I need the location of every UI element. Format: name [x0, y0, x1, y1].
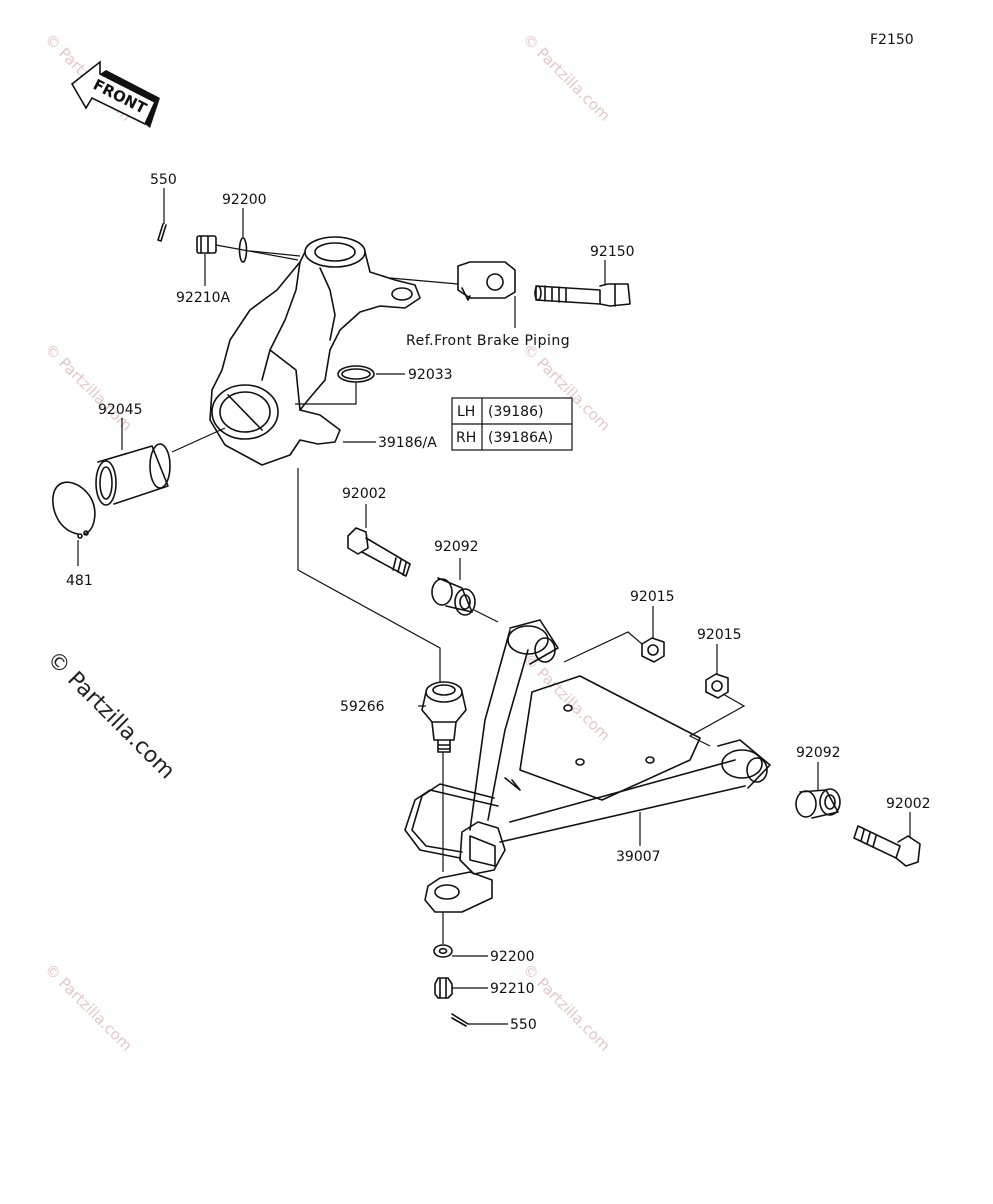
washer-bottom: [433, 944, 453, 958]
callout-92200-top[interactable]: 92200: [222, 192, 267, 208]
callout-550-bottom[interactable]: 550: [510, 1017, 537, 1033]
nut-92015-b: [705, 673, 729, 699]
callout-92002-right[interactable]: 92002: [886, 796, 931, 812]
bushing-92092-right: [795, 788, 841, 819]
bolt-92150: [534, 283, 631, 307]
callout-59266[interactable]: 59266: [340, 699, 385, 715]
bearing-92045: [95, 443, 171, 506]
callout-39186[interactable]: 39186/A: [378, 435, 437, 451]
callout-92045[interactable]: 92045: [98, 402, 143, 418]
callout-92033[interactable]: 92033: [408, 367, 453, 383]
brand-watermark: © Partzilla.com: [42, 647, 180, 785]
side-table: LH (39186) RH (39186A): [451, 397, 573, 451]
bolt-92002-right: [853, 825, 921, 867]
circlip-92033: [337, 365, 375, 383]
brake-bracket: [457, 261, 516, 301]
callout-92200-bottom[interactable]: 92200: [490, 949, 535, 965]
cotter-pin-top: [157, 223, 167, 242]
callout-92150[interactable]: 92150: [590, 244, 635, 260]
front-arrow-icon: FRONT: [70, 60, 160, 128]
cotter-pin-bottom: [451, 1013, 469, 1027]
a-arm-39007: [404, 619, 771, 913]
callout-481[interactable]: 481: [66, 573, 93, 589]
table-side-rh: RH: [456, 430, 476, 446]
bushing-92092-left: [431, 577, 476, 616]
callout-92210A[interactable]: 92210A: [176, 290, 231, 306]
callout-92092-left[interactable]: 92092: [434, 539, 479, 555]
callout-39007[interactable]: 39007: [616, 849, 661, 865]
callout-92015-a[interactable]: 92015: [630, 589, 675, 605]
watermark: © Partzilla.com: [519, 960, 614, 1055]
diagram-code: F2150: [870, 32, 914, 48]
ref-note: Ref.Front Brake Piping: [406, 333, 570, 349]
watermark: © Partzilla.com: [519, 340, 614, 435]
ball-joint-59266: [421, 681, 467, 753]
watermark: © Partzilla.com: [519, 650, 614, 745]
table-part-lh: (39186): [488, 404, 543, 420]
castle-nut-top: [196, 235, 217, 254]
watermark: © Partzilla.com: [519, 30, 614, 125]
callout-92002-left[interactable]: 92002: [342, 486, 387, 502]
bolt-92002-left: [347, 527, 411, 577]
callout-92210[interactable]: 92210: [490, 981, 535, 997]
watermark: © Partzilla.com: [41, 960, 136, 1055]
steering-knuckle: [209, 236, 421, 466]
castle-nut-bottom: [434, 977, 453, 999]
nut-92015-a: [641, 637, 665, 663]
callout-92092-right[interactable]: 92092: [796, 745, 841, 761]
callout-550-top[interactable]: 550: [150, 172, 177, 188]
table-part-rh: (39186A): [488, 430, 553, 446]
leader-lines: [77, 188, 911, 1025]
callout-92015-b[interactable]: 92015: [697, 627, 742, 643]
watermarks: © Partzilla.com © Partzilla.com © Partzi…: [41, 30, 614, 1055]
snap-ring-481: [52, 481, 96, 539]
table-side-lh: LH: [457, 404, 475, 420]
